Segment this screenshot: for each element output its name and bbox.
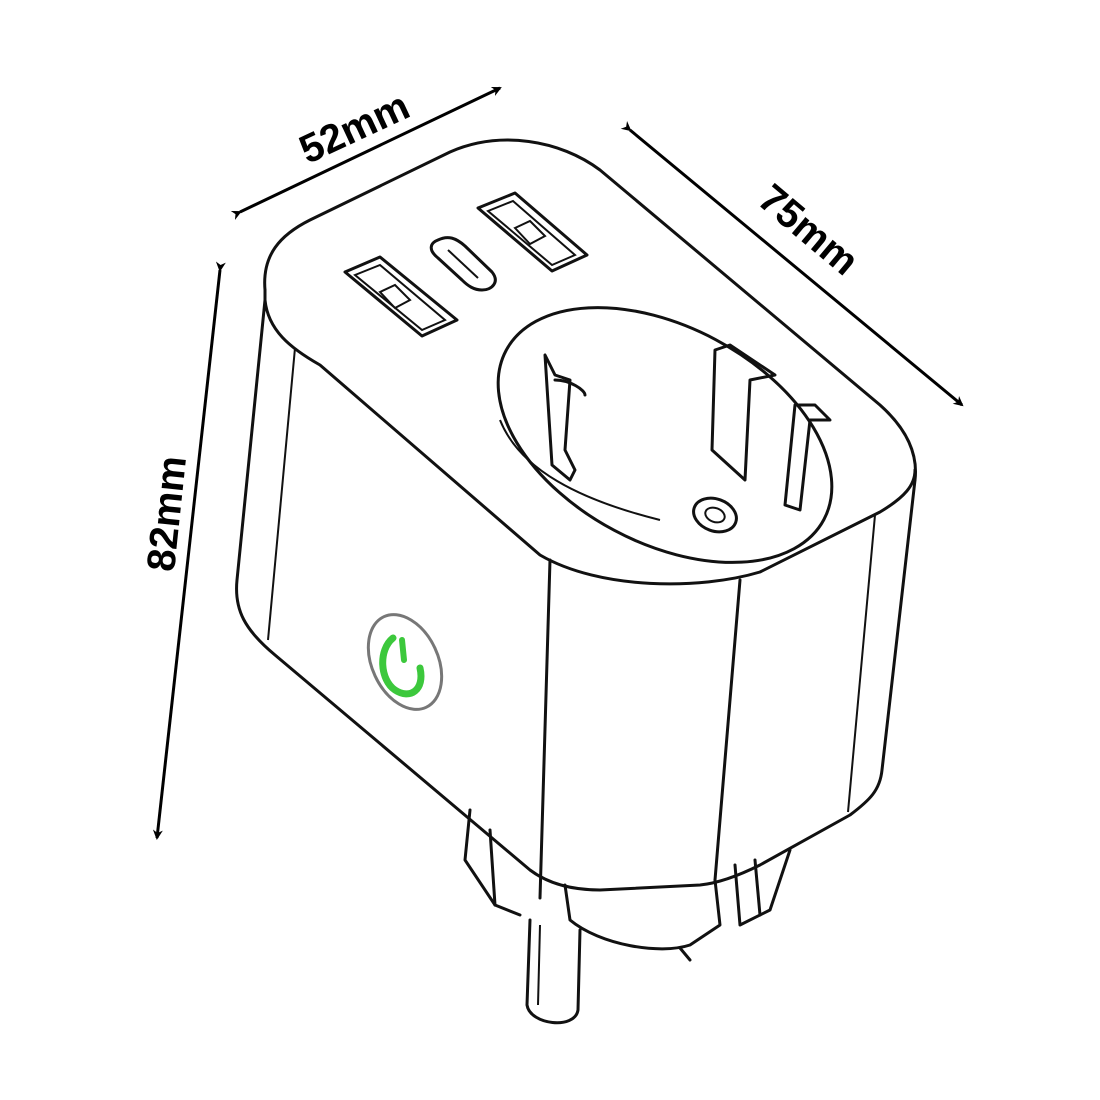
usb-c-port: [429, 236, 497, 292]
schuko-socket: [496, 306, 834, 564]
width-dimension-arrow: [230, 86, 502, 220]
depth-dimension-arrow: [620, 121, 964, 407]
depth-label: 75mm: [750, 176, 867, 284]
height-label: 82mm: [139, 454, 195, 574]
usb-a-port-right: [476, 191, 589, 273]
width-label: 52mm: [293, 84, 416, 173]
power-icon: [379, 634, 425, 698]
power-button[interactable]: [354, 603, 456, 722]
plug-top-face: [263, 138, 918, 586]
usb-a-port-left: [343, 255, 459, 338]
plug-body: [235, 298, 917, 900]
plug-base: [463, 808, 792, 1025]
height-dimension-arrow: [152, 261, 226, 840]
